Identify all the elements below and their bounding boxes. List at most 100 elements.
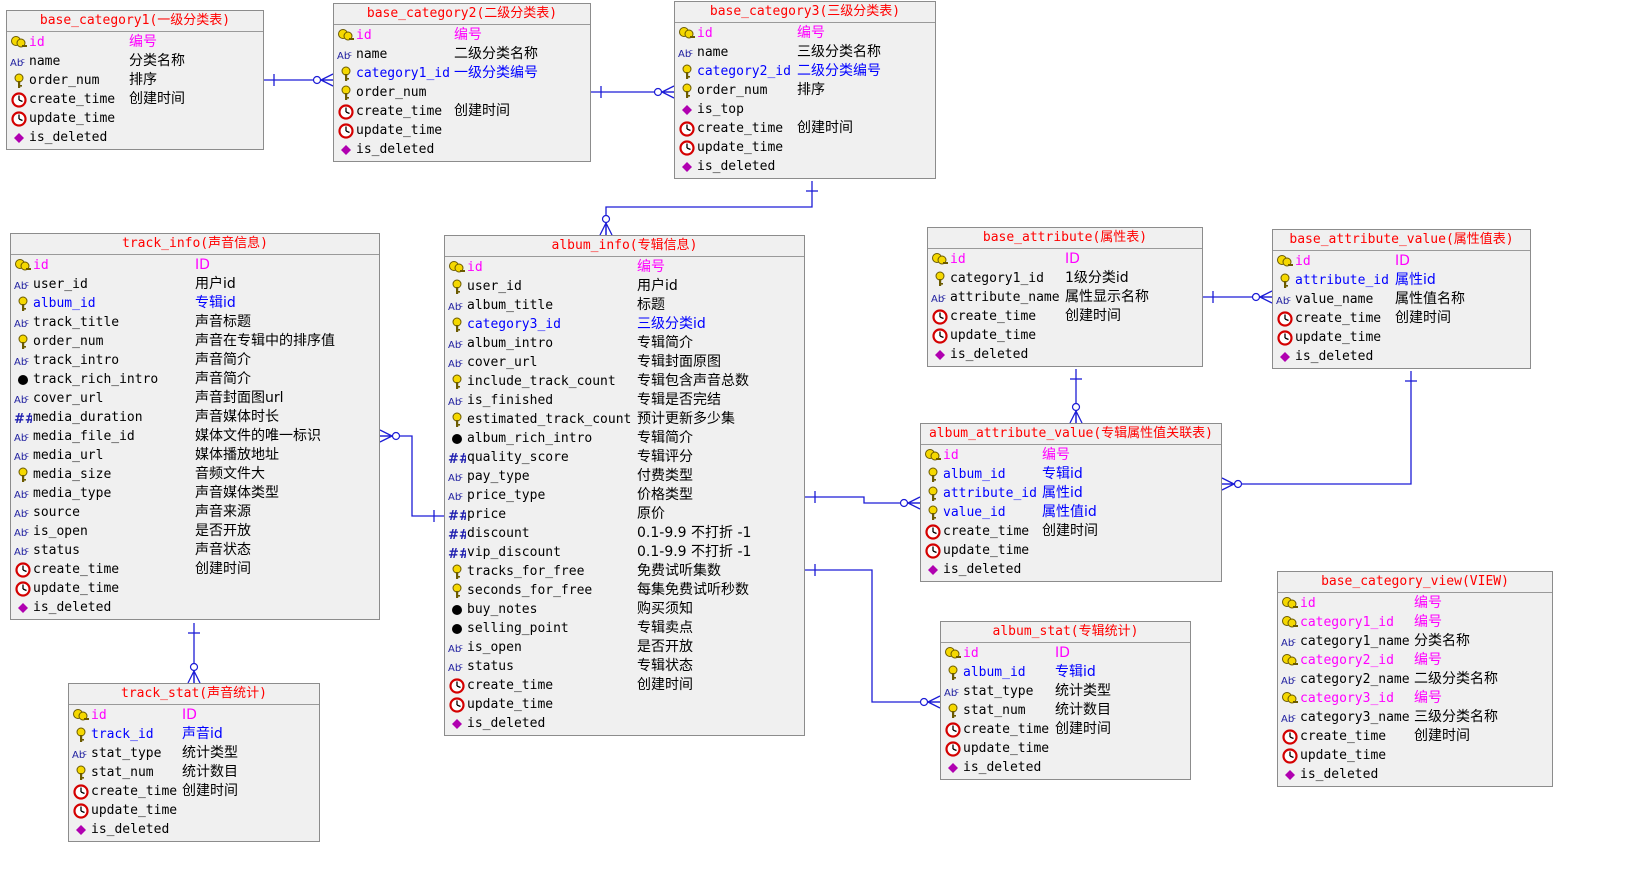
field-row[interactable]: update_time: [1278, 746, 1552, 765]
field-row[interactable]: update_time: [445, 695, 804, 714]
field-row[interactable]: update_time: [1273, 328, 1530, 347]
field-row[interactable]: is_deleted: [1278, 765, 1552, 784]
field-row[interactable]: update_time: [69, 801, 319, 820]
field-row[interactable]: is_deleted: [928, 345, 1202, 364]
field-row[interactable]: update_time: [928, 326, 1202, 345]
field-row[interactable]: is_deleted: [941, 758, 1190, 777]
field-row[interactable]: is_deleted: [69, 820, 319, 839]
field-row[interactable]: update_time: [921, 541, 1221, 560]
field-row[interactable]: is_deleted: [1273, 347, 1530, 366]
field-row[interactable]: update_time: [7, 109, 263, 128]
field-row[interactable]: is_deleted: [334, 140, 590, 159]
field-row[interactable]: is_top: [675, 100, 935, 119]
field-row[interactable]: is_deleted: [445, 714, 804, 733]
field-row[interactable]: update_time: [941, 739, 1190, 758]
field-row[interactable]: update_time: [675, 138, 935, 157]
